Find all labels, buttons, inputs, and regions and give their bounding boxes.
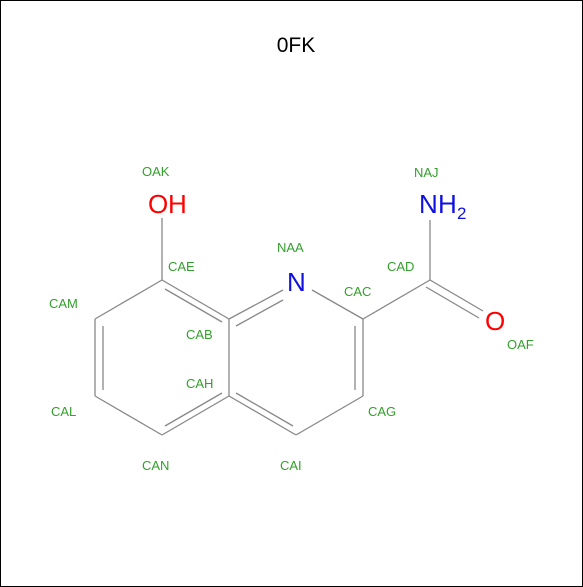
bond-cae-cam <box>94 279 163 320</box>
atom-label-oak: OAK <box>142 164 170 179</box>
bond-cag-cai <box>295 395 364 436</box>
bond-naa-cac <box>311 289 364 320</box>
atom-label-cai: CAI <box>280 458 302 473</box>
bond-cad-oaf-b <box>425 286 480 319</box>
atom-label-can: CAN <box>142 458 169 473</box>
bond-cab-naa <box>228 289 284 320</box>
amide-subscript: 2 <box>457 204 466 223</box>
atom-labels: OAK NAJ NAA CAE CAD CAC CAM CAB OAF CAH … <box>49 164 534 473</box>
atom-label-naa: NAA <box>277 240 304 255</box>
atom-label-oaf: OAF <box>507 337 534 352</box>
atom-label-cah: CAH <box>186 376 213 391</box>
bond-cac-cad <box>362 279 431 320</box>
bond-cab-cae <box>161 279 230 320</box>
bond-cai-cah <box>228 395 297 436</box>
bond-cal-can <box>94 395 163 436</box>
atom-label-cal: CAL <box>51 404 76 419</box>
structure-title: 0FK <box>277 34 316 57</box>
atom-label-naj: NAJ <box>414 165 439 180</box>
carbonyl-oxygen: O <box>485 306 505 336</box>
hydroxyl-hydrogen: H <box>168 189 187 219</box>
bond-cab-cae-inner <box>164 288 223 323</box>
atom-label-cac: CAC <box>344 284 371 299</box>
bond-can-cah-inner <box>164 392 223 427</box>
bonds <box>94 218 484 436</box>
bond-cad-oaf-a <box>429 279 484 312</box>
amide-hydrogen: H <box>438 189 457 219</box>
atom-label-cam: CAM <box>49 296 78 311</box>
hydroxyl-oxygen: O <box>148 189 168 219</box>
amide-nitrogen: N <box>419 189 438 219</box>
atom-label-cab: CAB <box>186 327 213 342</box>
bond-cab-naa-inner <box>235 299 284 327</box>
bond-cai-cah-inner <box>235 392 294 427</box>
atom-label-cad: CAD <box>387 259 414 274</box>
atom-label-cag: CAG <box>368 404 396 419</box>
ring-nitrogen: N <box>287 267 306 297</box>
bond-can-cah <box>161 395 230 436</box>
atom-label-cae: CAE <box>168 259 195 274</box>
